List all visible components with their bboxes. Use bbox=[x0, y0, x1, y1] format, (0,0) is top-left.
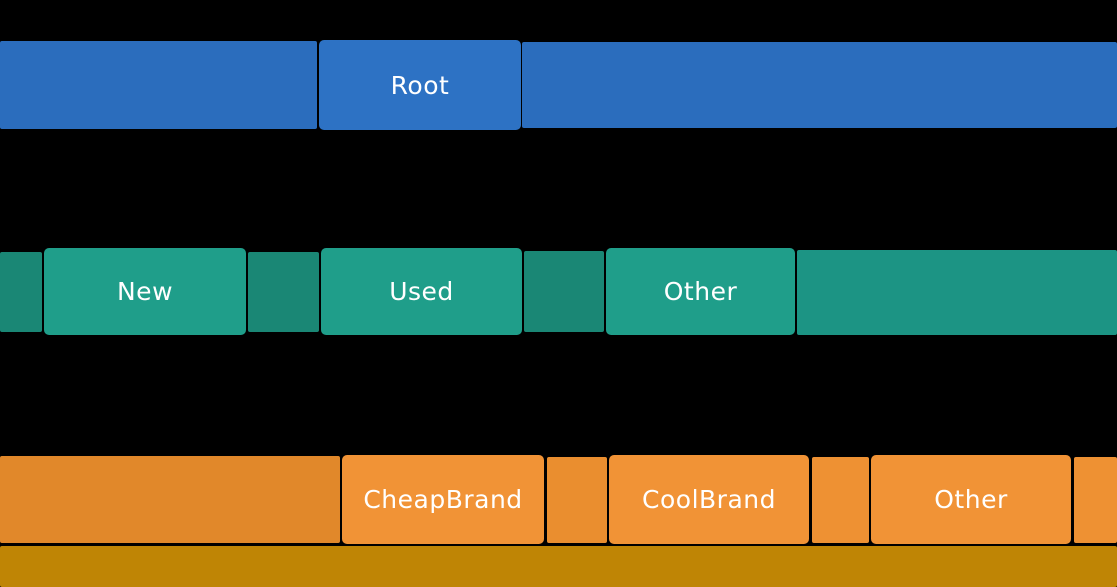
node-segment-depth1-2[interactable] bbox=[248, 252, 319, 332]
node-other-depth2[interactable]: Other bbox=[871, 455, 1071, 544]
node-segment-depth2-2[interactable] bbox=[547, 457, 607, 543]
node-label: New bbox=[116, 277, 174, 306]
node-coolbrand-depth2[interactable]: CoolBrand bbox=[609, 455, 809, 544]
node-new-depth1[interactable]: New bbox=[44, 248, 246, 335]
node-segment-depth2-6[interactable] bbox=[1074, 457, 1117, 543]
node-segment-depth2-0[interactable] bbox=[0, 456, 340, 543]
node-segment-depth1-6[interactable] bbox=[797, 250, 1117, 335]
node-label: Root bbox=[390, 70, 450, 100]
node-used-depth1[interactable]: Used bbox=[321, 248, 522, 335]
node-segment-depth3-0[interactable] bbox=[0, 546, 1117, 587]
node-segment-depth1-4[interactable] bbox=[524, 251, 604, 332]
node-label: Used bbox=[389, 277, 454, 306]
node-label: CoolBrand bbox=[642, 485, 776, 514]
node-segment-depth1-0[interactable] bbox=[0, 252, 42, 332]
node-root-depth0[interactable]: Root bbox=[319, 40, 521, 130]
node-other-depth1[interactable]: Other bbox=[606, 248, 795, 335]
node-cheapbrand-depth2[interactable]: CheapBrand bbox=[342, 455, 544, 544]
node-segment-depth2-4[interactable] bbox=[812, 457, 869, 543]
node-label: CheapBrand bbox=[363, 485, 523, 514]
node-segment-depth0-0[interactable] bbox=[0, 41, 317, 129]
node-segment-depth0-2[interactable] bbox=[522, 42, 1117, 128]
node-label: Other bbox=[934, 485, 1008, 514]
node-label: Other bbox=[663, 277, 738, 306]
